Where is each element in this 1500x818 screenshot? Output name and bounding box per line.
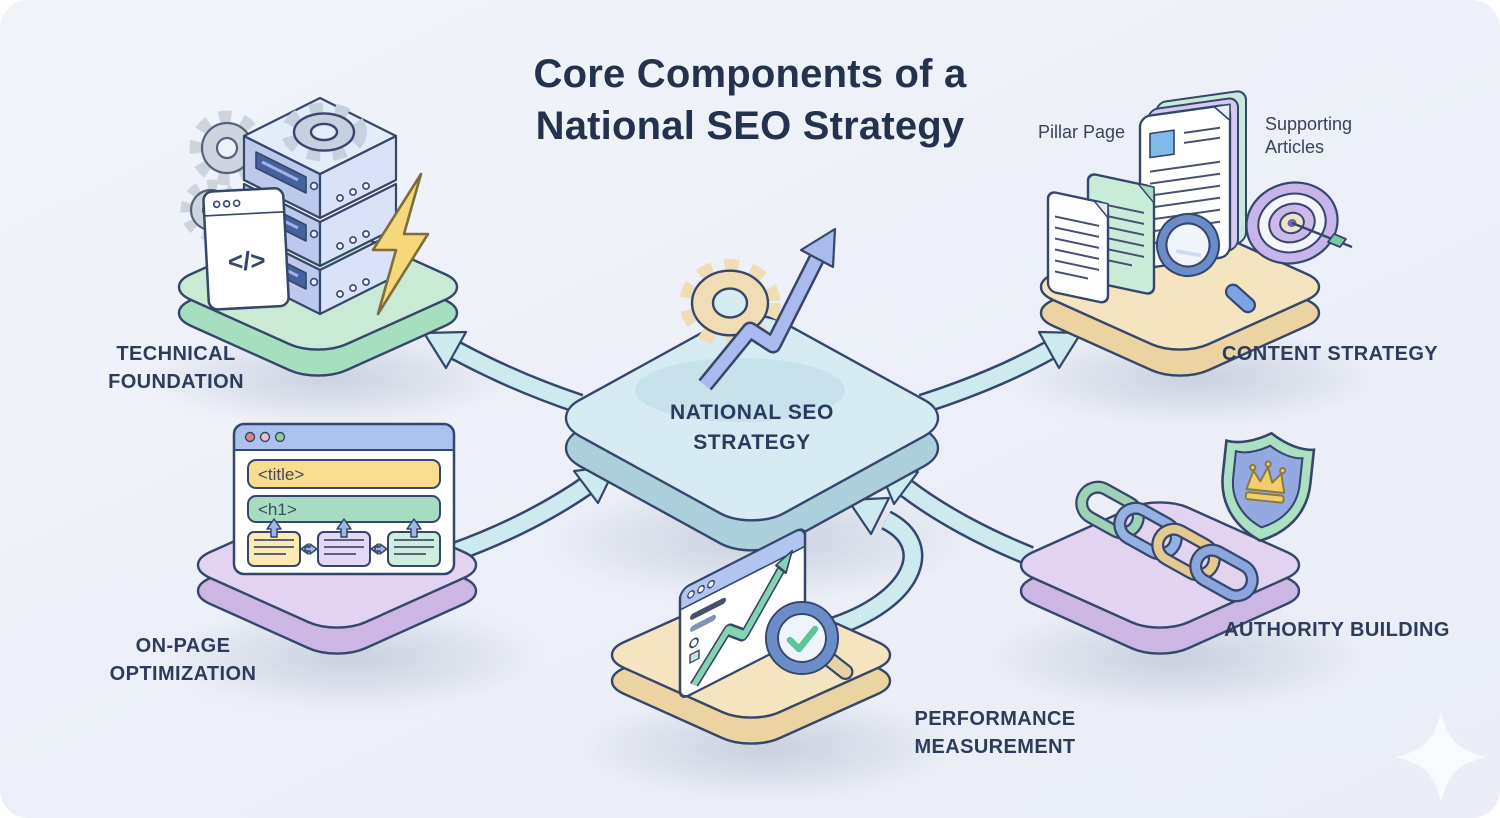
window-dot-green [274, 431, 286, 443]
annotation-pillar-page: Pillar Page [1038, 122, 1126, 142]
analytics-window-icon [678, 528, 807, 698]
label-content-strategy: CONTENT STRATEGY [1221, 343, 1439, 365]
window-dot-pink [259, 431, 271, 443]
content-block-cards [247, 531, 441, 567]
target-icon [1245, 181, 1353, 265]
technical-foundation-icons: </> [180, 96, 430, 316]
document-icon [1046, 191, 1110, 304]
link-arrows [266, 518, 422, 555]
platform-national-seo-strategy [540, 227, 964, 575]
h1-tag-bar: <h1> [247, 495, 441, 523]
page-title-line1: Core Components of a [533, 52, 967, 96]
title-tag-bar: <title> [247, 459, 441, 489]
browser-window-icon: <title> <h1> [232, 422, 456, 576]
label-national-seo-strategy: NATIONAL SEO STRATEGY [670, 401, 834, 455]
growth-arrow-icon [698, 227, 837, 391]
gear-icon [288, 110, 360, 155]
arrow-performance-to-center [826, 496, 924, 639]
label-technical-foundation: TECHNICAL FOUNDATION [108, 343, 244, 393]
code-symbol: </> [227, 245, 266, 277]
arrow-center-to-content [918, 330, 1083, 415]
page-title: Core Components of a National SEO Strate… [0, 48, 1500, 152]
svg-text:<title>: <title> [258, 465, 304, 484]
magnifier-icon [1156, 213, 1257, 314]
window-dot-red [244, 431, 256, 443]
label-on-page-optimization: ON-PAGE OPTIMIZATION [109, 635, 257, 685]
icon-footprint-shading [635, 358, 845, 422]
chain-links-icon [1075, 480, 1259, 603]
lightning-bolt-icon [371, 172, 430, 316]
svg-text:<h1>: <h1> [258, 500, 297, 519]
authority-building-icons [1075, 431, 1316, 603]
code-window-icon: </> [202, 187, 290, 311]
arrow-center-to-technical [422, 330, 584, 414]
crown-icon [1244, 460, 1287, 504]
label-performance-measurement: PERFORMANCE MEASUREMENT [914, 708, 1076, 758]
shield-crown-icon [1221, 431, 1316, 543]
gear-icon [687, 266, 773, 339]
page-title-line2: National SEO Strategy [535, 104, 965, 148]
label-authority-building: AUTHORITY BUILDING [1224, 619, 1450, 641]
content-strategy-icons [1046, 90, 1353, 314]
performance-measurement-icons [678, 528, 854, 698]
annotation-supporting-articles: Supporting Articles [1265, 114, 1353, 157]
magnifier-check-icon [765, 601, 854, 680]
sparkle-icon [1396, 712, 1486, 802]
